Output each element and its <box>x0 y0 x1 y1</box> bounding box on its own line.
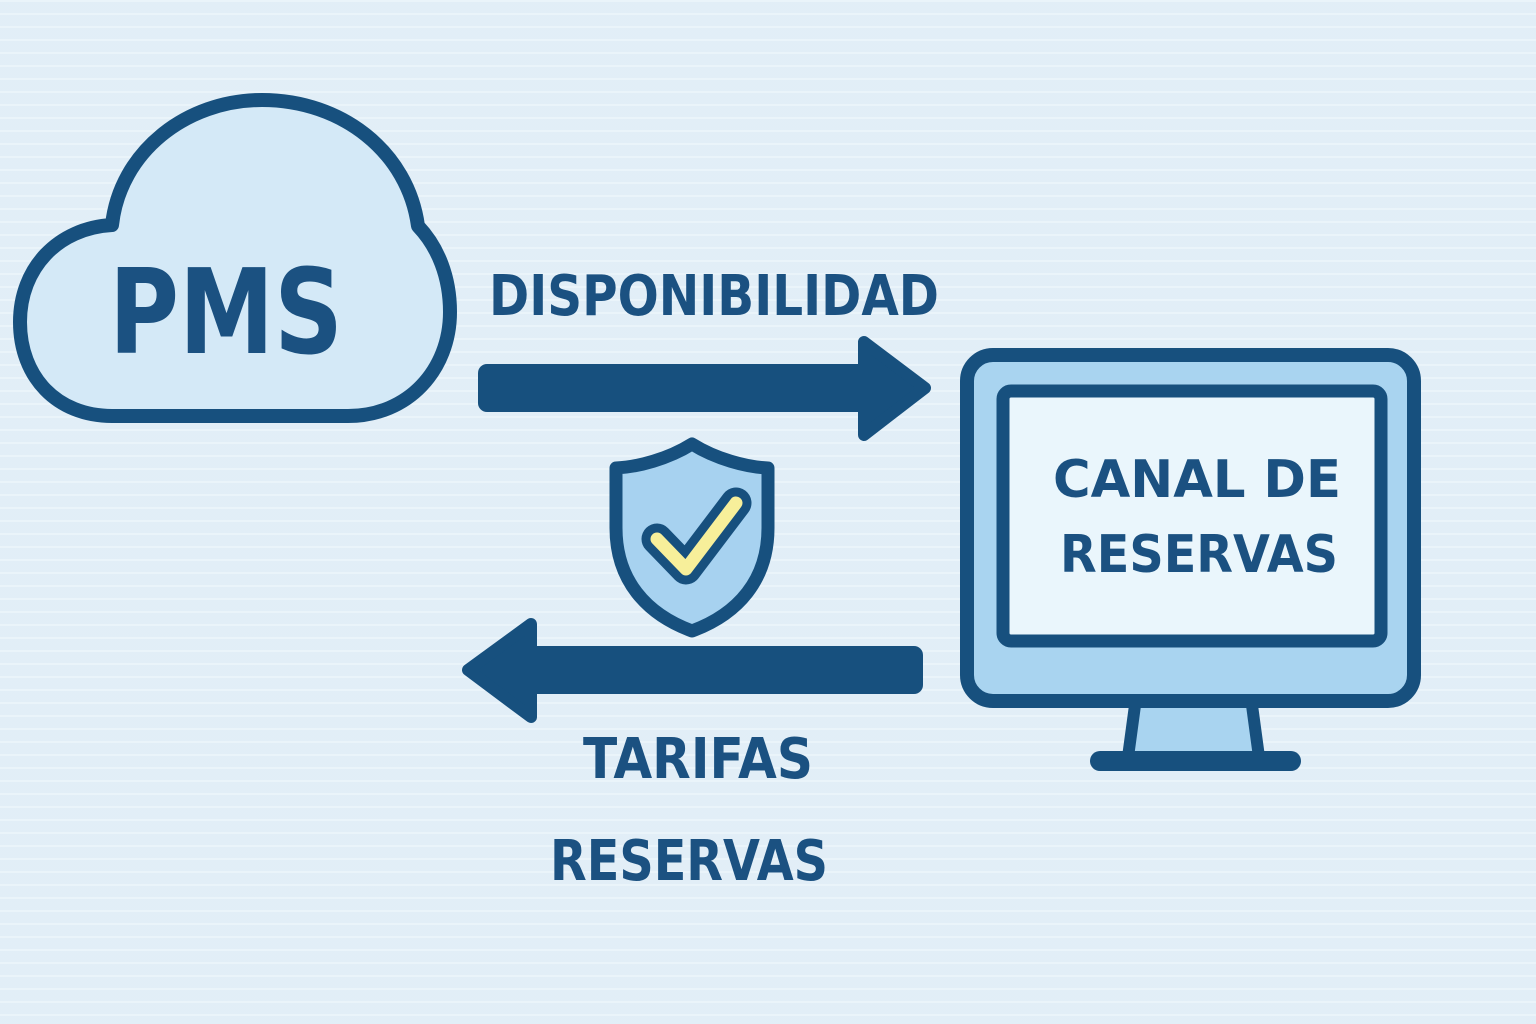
shield-check-icon <box>609 437 775 638</box>
availability-label: DISPONIBILIDAD <box>489 264 939 329</box>
monitor-base <box>1090 751 1301 771</box>
monitor-screen <box>996 384 1388 648</box>
pms-label: PMS <box>109 243 343 381</box>
rates-arrow-shaft <box>528 646 923 694</box>
check-mark <box>650 496 743 576</box>
availability-flow: DISPONIBILIDAD <box>478 264 939 441</box>
tarifas-label: TARIFAS <box>583 727 813 792</box>
rates-arrow-head <box>462 618 537 723</box>
availability-arrow-shaft <box>478 364 870 412</box>
rates-reservations-flow: TARIFAS RESERVAS <box>462 618 923 894</box>
cloud-icon <box>13 93 457 423</box>
channel-label-line2: RESERVAS <box>1060 525 1338 585</box>
booking-channel-monitor: CANAL DE RESERVAS <box>960 348 1421 771</box>
availability-arrow-head <box>858 336 931 441</box>
reservas-label: RESERVAS <box>550 829 828 894</box>
channel-label-line1: CANAL DE <box>1053 450 1341 510</box>
pms-cloud: PMS <box>13 93 457 423</box>
